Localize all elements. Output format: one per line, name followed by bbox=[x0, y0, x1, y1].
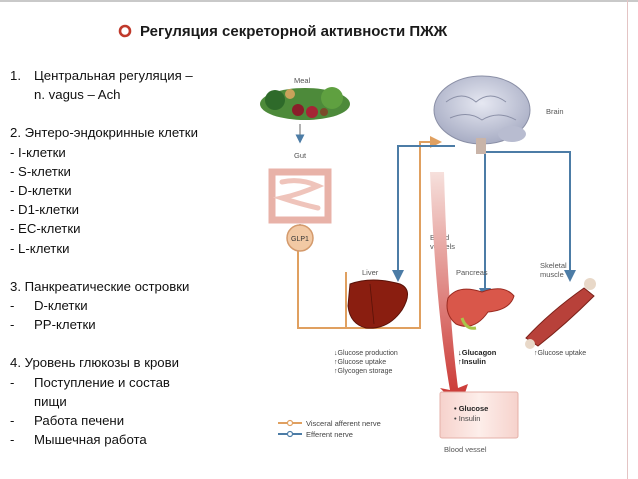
list-item: - D-клетки bbox=[10, 183, 72, 199]
list-text: Работа печени bbox=[34, 413, 125, 429]
vessel-item-insulin: • Insulin bbox=[454, 414, 480, 423]
liver-effect-2: ↑Glucose uptake bbox=[334, 359, 386, 366]
list-marker: - bbox=[10, 317, 15, 333]
pancreas-effect-insulin: ↑Insulin bbox=[458, 357, 486, 366]
list-item: - S-клетки bbox=[10, 163, 71, 179]
pancreas-icon bbox=[446, 288, 515, 330]
slide-title: Регуляция секреторной активности ПЖЖ bbox=[140, 22, 448, 40]
liver-effect-3: ↑Glycogen storage bbox=[334, 368, 392, 375]
pancreas-label: Pancreas bbox=[456, 268, 488, 277]
list-text: Поступление и состав bbox=[34, 374, 170, 390]
intestine-icon bbox=[268, 168, 332, 224]
muscle-icon bbox=[525, 278, 596, 349]
gut-label: Gut bbox=[294, 151, 307, 160]
list-item: - I-клетки bbox=[10, 144, 66, 160]
section-4-heading: 4. Уровень глюкозы в крови bbox=[10, 355, 180, 371]
pancreas-effect-glucagon: ↓Glucagon bbox=[458, 348, 497, 357]
physiology-diagram: Meal Gut GLP1 bbox=[260, 75, 596, 454]
legend-visceral-afferent: Visceral afferent nerve bbox=[306, 419, 381, 428]
top-border bbox=[0, 0, 638, 2]
list-text: Центральная регуляция – bbox=[34, 68, 193, 83]
skeletal-muscle-label-1: Skeletal bbox=[540, 261, 567, 270]
list-text: PP-клетки bbox=[34, 317, 96, 333]
list-item: - Работа печени bbox=[10, 411, 250, 430]
right-border bbox=[627, 0, 628, 479]
section-1-continued: n. vagus – Ach bbox=[10, 85, 250, 104]
circle-bullet-icon bbox=[118, 24, 132, 38]
brain-icon bbox=[433, 75, 531, 154]
section-3-heading: 3. Панкреатические островки bbox=[10, 278, 190, 294]
section-2-heading: 2. Энтеро-эндокринные клетки bbox=[10, 125, 198, 141]
list-text: Мышечная работа bbox=[34, 432, 147, 448]
list-item: - EC-клетки bbox=[10, 221, 81, 237]
list-text: D-клетки bbox=[34, 298, 88, 314]
glp1-badge: GLP1 bbox=[286, 224, 314, 252]
liver-label: Liver bbox=[362, 268, 379, 277]
list-item: - D1-клетки bbox=[10, 202, 79, 218]
list-item: - Поступление и состав bbox=[10, 373, 250, 392]
list-item: - PP-клетки bbox=[10, 315, 250, 334]
blood-flow-arrow bbox=[430, 172, 468, 408]
blood-vessel-label: Blood vessel bbox=[444, 445, 487, 454]
legend: Visceral afferent nerve Efferent nerve bbox=[278, 419, 381, 439]
meal-icon bbox=[260, 87, 350, 120]
list-marker: - bbox=[10, 413, 15, 429]
list-marker: - bbox=[10, 374, 15, 390]
muscle-effect: ↑Glucose uptake bbox=[534, 350, 586, 357]
meal-label: Meal bbox=[294, 76, 311, 85]
glp1-label: GLP1 bbox=[291, 236, 309, 243]
legend-efferent: Efferent nerve bbox=[306, 430, 353, 439]
list-marker: - bbox=[10, 432, 15, 448]
list-item: - L-клетки bbox=[10, 240, 70, 256]
vessel-item-glucose: • Glucose bbox=[454, 404, 488, 413]
list-item: - D-клетки bbox=[10, 296, 250, 315]
visceral-afferent-nerve-lines bbox=[297, 136, 442, 329]
text-column: 1. Центральная регуляция – n. vagus – Ac… bbox=[10, 66, 250, 449]
title-row: Регуляция секреторной активности ПЖЖ bbox=[118, 19, 447, 43]
blood-vessel-box bbox=[439, 391, 519, 439]
list-item: - Мышечная работа bbox=[10, 430, 250, 449]
list-text: n. vagus – Ach bbox=[34, 87, 121, 103]
list-item-continued: пищи bbox=[10, 392, 250, 411]
section-1: 1. Центральная регуляция – bbox=[10, 66, 250, 85]
liver-effect-1: ↓Glucose production bbox=[334, 350, 398, 357]
list-text: пищи bbox=[34, 393, 67, 409]
efferent-nerve-lines bbox=[392, 145, 576, 300]
list-marker: - bbox=[10, 298, 15, 314]
liver-icon bbox=[347, 279, 408, 329]
skeletal-muscle-label-2: muscle bbox=[540, 270, 564, 279]
list-marker: 1. bbox=[10, 68, 21, 83]
brain-label: Brain bbox=[546, 107, 564, 116]
